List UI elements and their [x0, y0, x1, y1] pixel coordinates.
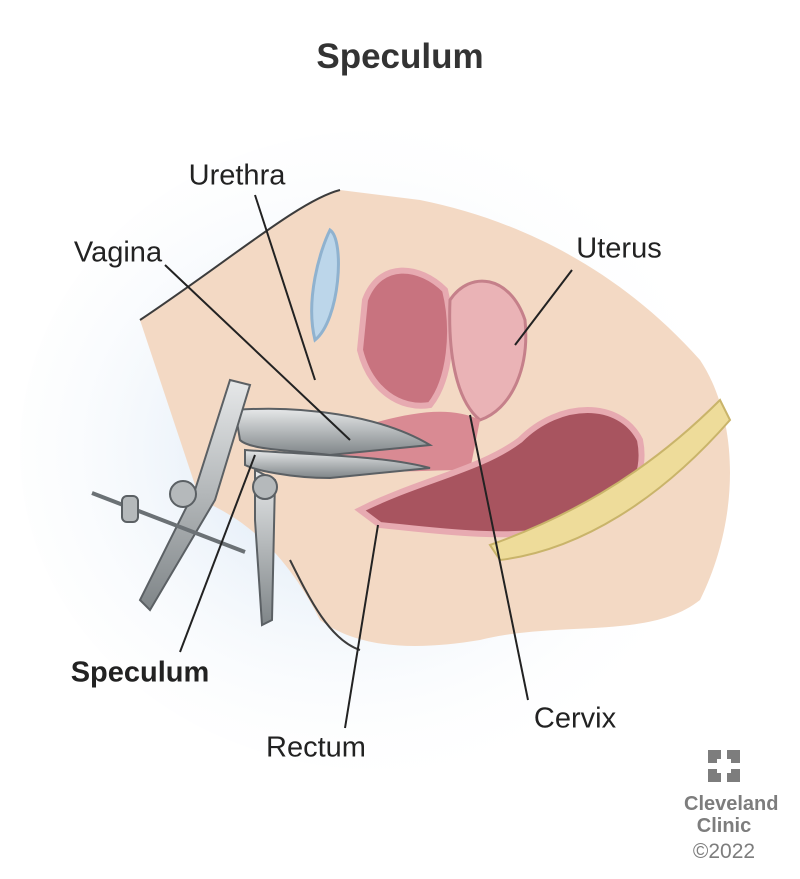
page-title: Speculum [316, 37, 484, 76]
uterus-shape [448, 279, 528, 422]
label-urethra: Urethra [188, 159, 286, 192]
buttock-outline [289, 559, 361, 651]
cleveland-clinic-logo-icon [708, 750, 740, 782]
label-rectum: Rectum [266, 731, 366, 764]
speculum-instrument [91, 378, 434, 627]
uterus-leader [514, 269, 573, 346]
bladder-wall [356, 267, 453, 409]
label-speculum: Speculum [70, 656, 210, 689]
leader-lines [164, 194, 573, 729]
label-vagina: Vagina [73, 236, 163, 269]
spine [488, 398, 732, 562]
cervix-leader [469, 414, 529, 701]
label-cervix: Cervix [533, 702, 617, 735]
copyright: ©2022 [692, 840, 756, 863]
urethra-leader [254, 194, 316, 381]
cleveland-clinic-logo: Cleveland Clinic ©2022 [684, 750, 779, 863]
speculum-leader [179, 454, 256, 653]
body-outline [139, 189, 341, 321]
rectum-shape [354, 407, 645, 538]
vagina-leader [164, 264, 351, 441]
bladder-shape [310, 227, 340, 343]
label-uterus: Uterus [576, 232, 662, 265]
logo-line2: Clinic [696, 815, 752, 837]
logo-line1: Cleveland [684, 793, 779, 815]
rectum-leader [344, 524, 379, 729]
